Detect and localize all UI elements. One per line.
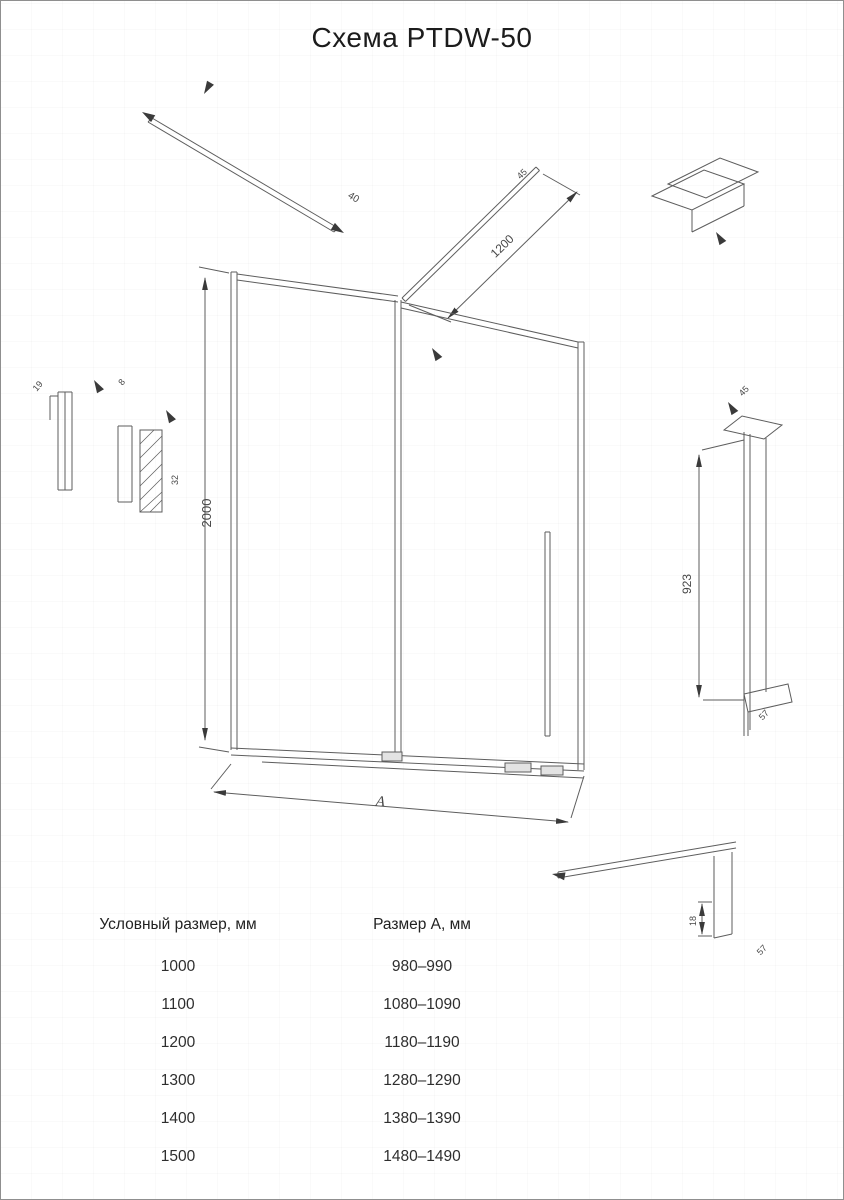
table-row: 1300 1280–1290 [58, 1062, 594, 1100]
dim-height-label: 2000 [199, 499, 214, 528]
table-cell: 1200 [160, 1034, 196, 1051]
dim-bracket-label: 45 [515, 167, 529, 181]
table-cell: 1000 [160, 958, 196, 975]
table-row: 1500 1480–1490 [58, 1138, 594, 1176]
bottom-rail-detail [551, 841, 737, 939]
table-row: 1400 1380–1390 [58, 1100, 594, 1138]
dim-width-label: 1200 [488, 232, 517, 261]
table-cell: 1080–1090 [383, 996, 461, 1013]
dim-profile-top-label: 45 [737, 384, 751, 398]
table-cell: 980–990 [391, 958, 453, 975]
table-row: 1100 1080–1090 [58, 986, 594, 1024]
top-bar-detail [139, 80, 347, 237]
table-cell: 1180–1190 [384, 1034, 460, 1051]
dimension-line-a [213, 790, 569, 824]
dimension-line-1200 [447, 191, 578, 319]
table-cell: 1500 [160, 1148, 196, 1165]
side-profile-detail [696, 399, 793, 736]
roller-block [504, 762, 532, 773]
dim-a-label: A [374, 794, 386, 811]
dim-rail-side-label: 57 [755, 943, 769, 957]
table-cell: 1400 [160, 1110, 196, 1127]
dim-wall-b-label: 8 [116, 377, 127, 387]
table-cell: 1100 [161, 996, 195, 1013]
table-row: 1000 980–990 [58, 948, 594, 986]
support-bar-detail [401, 166, 581, 362]
table-cell: 1380–1390 [383, 1110, 461, 1127]
corner-bracket-detail [650, 157, 760, 246]
dim-wall-a-label: 19 [31, 379, 45, 393]
door-elevation [198, 266, 585, 824]
table-row: 1200 1180–1190 [58, 1024, 594, 1062]
roller-block [540, 765, 564, 776]
table-header-size-a: Размер А, мм [373, 916, 471, 933]
table-cell: 1300 [160, 1072, 196, 1089]
table-cell: 1480–1490 [383, 1148, 461, 1165]
dim-wall-c-label: 32 [170, 475, 180, 485]
page-title: Схема PTDW-50 [311, 22, 533, 53]
dim-rail-height-label: 18 [688, 916, 698, 926]
table-header-nominal: Условный размер, мм [99, 916, 257, 933]
table-cell: 1280–1290 [383, 1072, 461, 1089]
hatch-pattern [139, 429, 163, 513]
dim-bar-label: 40 [346, 190, 362, 205]
dim-profile-height-label: 923 [680, 574, 694, 594]
wall-profile-detail [49, 378, 176, 513]
door-handle [544, 531, 551, 737]
size-table: Условный размер, мм Размер А, мм 1000 98… [58, 902, 594, 1176]
table-header-row: Условный размер, мм Размер А, мм [58, 902, 594, 948]
roller-block [381, 751, 403, 762]
